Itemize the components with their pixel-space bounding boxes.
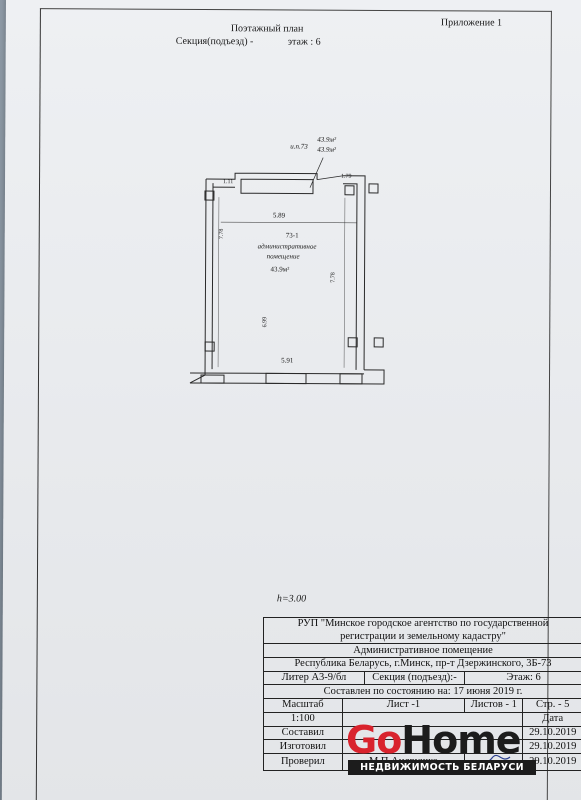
top-wall-left — [206, 172, 318, 180]
logo-wordmark: GoHome — [346, 718, 522, 762]
logo-home: Home — [401, 718, 521, 762]
area-label-1: 43.9м² — [317, 135, 337, 144]
area-label-2: 43.9м² — [317, 145, 337, 154]
sheets-count: Листов - 1 — [464, 698, 524, 713]
dim-top-right: 1.79 — [341, 173, 352, 180]
page-number: Стр. - 5 — [522, 698, 581, 713]
dim-left-height: 7.78 — [218, 228, 225, 240]
scale-value: 1:100 — [263, 711, 343, 727]
dim-right-height: 7.78 — [330, 272, 337, 283]
room-area: 43.9м² — [270, 265, 290, 274]
title-block: РУП "Минское городское агентство по госу… — [263, 616, 581, 800]
dim-top-left: 1.11 — [223, 179, 234, 186]
dim-inner-height: 6.99 — [262, 316, 269, 328]
dim-bottom-width: 5.91 — [281, 356, 294, 365]
made-label: Изготовил — [263, 739, 343, 754]
title-block-table: РУП "Минское городское агентство по госу… — [263, 616, 581, 771]
checked-label: Проверил — [263, 752, 343, 771]
left-wall — [189, 179, 207, 384]
address: Республика Беларусь, г.Минск, пр-т Дзерж… — [263, 657, 581, 672]
room-type-line2: помещение — [266, 252, 300, 261]
il-label: и.п.73 — [290, 142, 308, 151]
top-window-block — [240, 178, 314, 195]
composed-label: Составил — [263, 725, 343, 741]
stamp-section: Секция (подъезд):- — [363, 670, 466, 686]
state-date: Составлен по состоянию на: 17 июня 2019 … — [263, 684, 581, 700]
room-number: 73-1 — [285, 231, 299, 240]
dim-top-width: 5.89 — [272, 211, 286, 220]
sheet-number: Лист -1 — [341, 698, 466, 713]
org-line2: регистрации и земельному кадастру" — [263, 630, 581, 645]
right-wall — [343, 175, 366, 370]
scale-label: Масштаб — [263, 698, 343, 713]
column — [204, 190, 215, 201]
object-name: Административное помещение — [263, 643, 581, 659]
org-line1: РУП "Минское городское агентство по госу… — [263, 616, 581, 631]
room-type-line1: административное — [257, 242, 317, 251]
stamp-floor: Этаж: 6 — [464, 670, 581, 686]
liter: Литер А3-9/бл — [263, 670, 365, 686]
logo-subtitle: НЕДВИЖИМОСТЬ БЕЛАРУСИ — [348, 760, 536, 775]
ceiling-height: h=3.00 — [276, 593, 307, 605]
gohome-watermark-logo: GoHome НЕДВИЖИМОСТЬ БЕЛАРУСИ — [346, 718, 536, 780]
bottom-wall — [189, 369, 385, 385]
logo-go: Go — [346, 718, 402, 762]
